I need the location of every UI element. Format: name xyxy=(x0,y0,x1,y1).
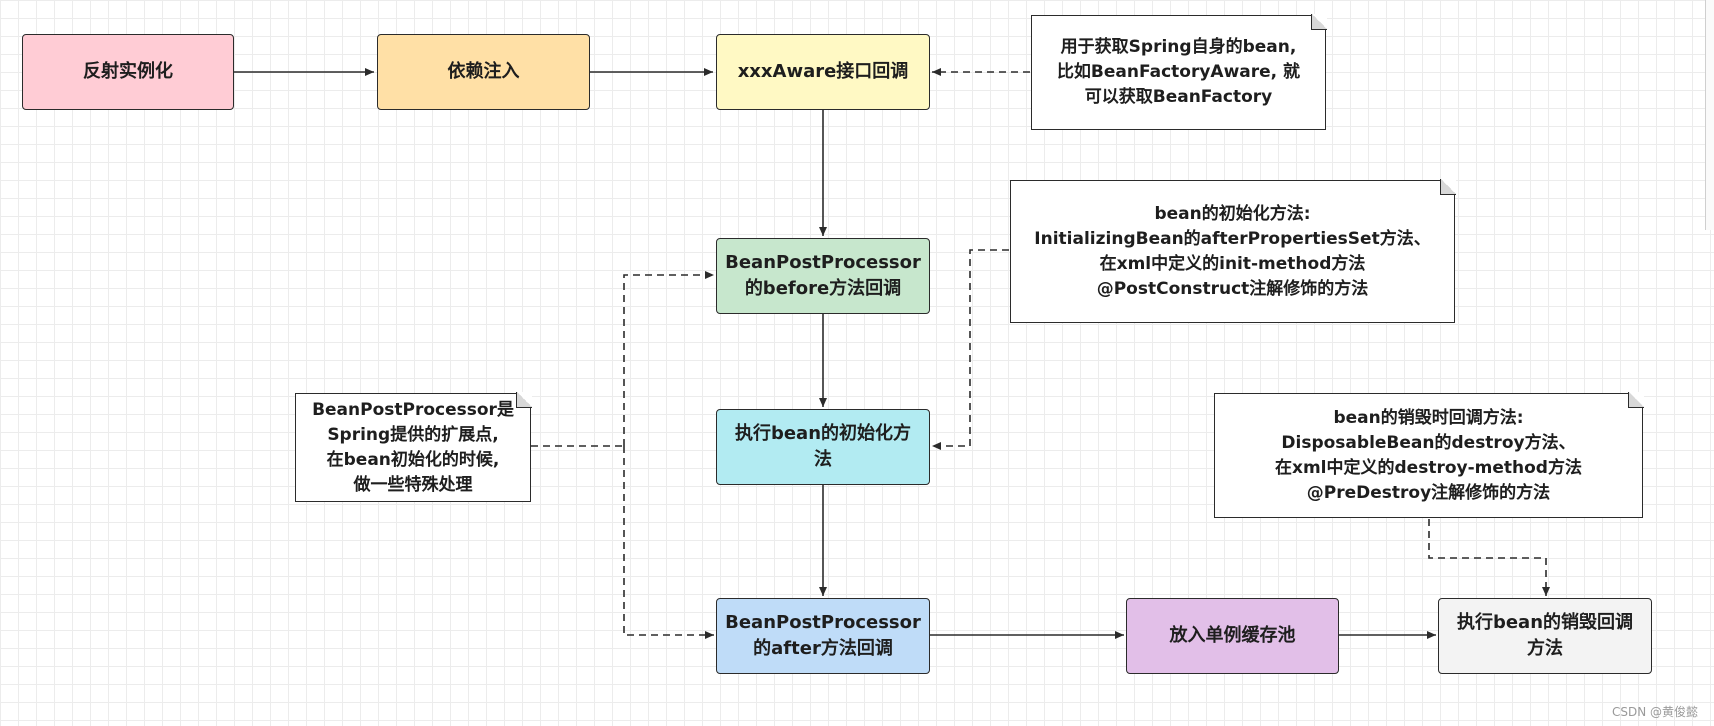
note-aware-text: 用于获取Spring自身的bean, 比如BeanFactoryAware, 就… xyxy=(1056,37,1301,107)
edge-bpp-note-before xyxy=(623,271,714,446)
watermark: CSDN @黄俊懿 xyxy=(1611,705,1698,719)
note-destroy-methods[interactable]: bean的销毁时回调方法: DisposableBean的destroy方法、 … xyxy=(1214,392,1644,518)
note-aware[interactable]: 用于获取Spring自身的bean, 比如BeanFactoryAware, 就… xyxy=(1031,14,1327,130)
node-singleton-cache[interactable]: 放入单例缓存池 xyxy=(1126,598,1339,674)
edge-init-note xyxy=(932,249,1009,450)
node-aware-callback[interactable]: xxxAware接口回调 xyxy=(716,34,930,110)
node-reflect-instantiation[interactable]: 反射实例化 xyxy=(22,34,234,110)
page-fold-icon xyxy=(516,392,532,408)
page-fold-icon xyxy=(1311,14,1327,30)
scrollbar[interactable] xyxy=(1705,0,1714,230)
page-fold-icon xyxy=(1440,179,1456,195)
node-bean-destroy[interactable]: 执行bean的销毁回调 方法 xyxy=(1438,598,1652,674)
node-dependency-injection[interactable]: 依赖注入 xyxy=(377,34,590,110)
edge-bpp-note-after xyxy=(623,446,714,639)
edge-destroy-note xyxy=(1428,519,1550,596)
node-bpp-before[interactable]: BeanPostProcessor 的before方法回调 xyxy=(716,238,930,314)
page-fold-icon xyxy=(1628,392,1644,408)
note-bean-post-processor-text: BeanPostProcessor是 Spring提供的扩展点, 在bean初始… xyxy=(312,399,514,495)
note-init-methods-text: bean的初始化方法: InitializingBean的afterProper… xyxy=(1034,203,1431,299)
note-init-methods[interactable]: bean的初始化方法: InitializingBean的afterProper… xyxy=(1010,179,1456,323)
node-bpp-after[interactable]: BeanPostProcessor 的after方法回调 xyxy=(716,598,930,674)
note-destroy-methods-text: bean的销毁时回调方法: DisposableBean的destroy方法、 … xyxy=(1275,407,1582,503)
node-bean-init[interactable]: 执行bean的初始化方 法 xyxy=(716,409,930,485)
note-bean-post-processor[interactable]: BeanPostProcessor是 Spring提供的扩展点, 在bean初始… xyxy=(295,392,532,502)
